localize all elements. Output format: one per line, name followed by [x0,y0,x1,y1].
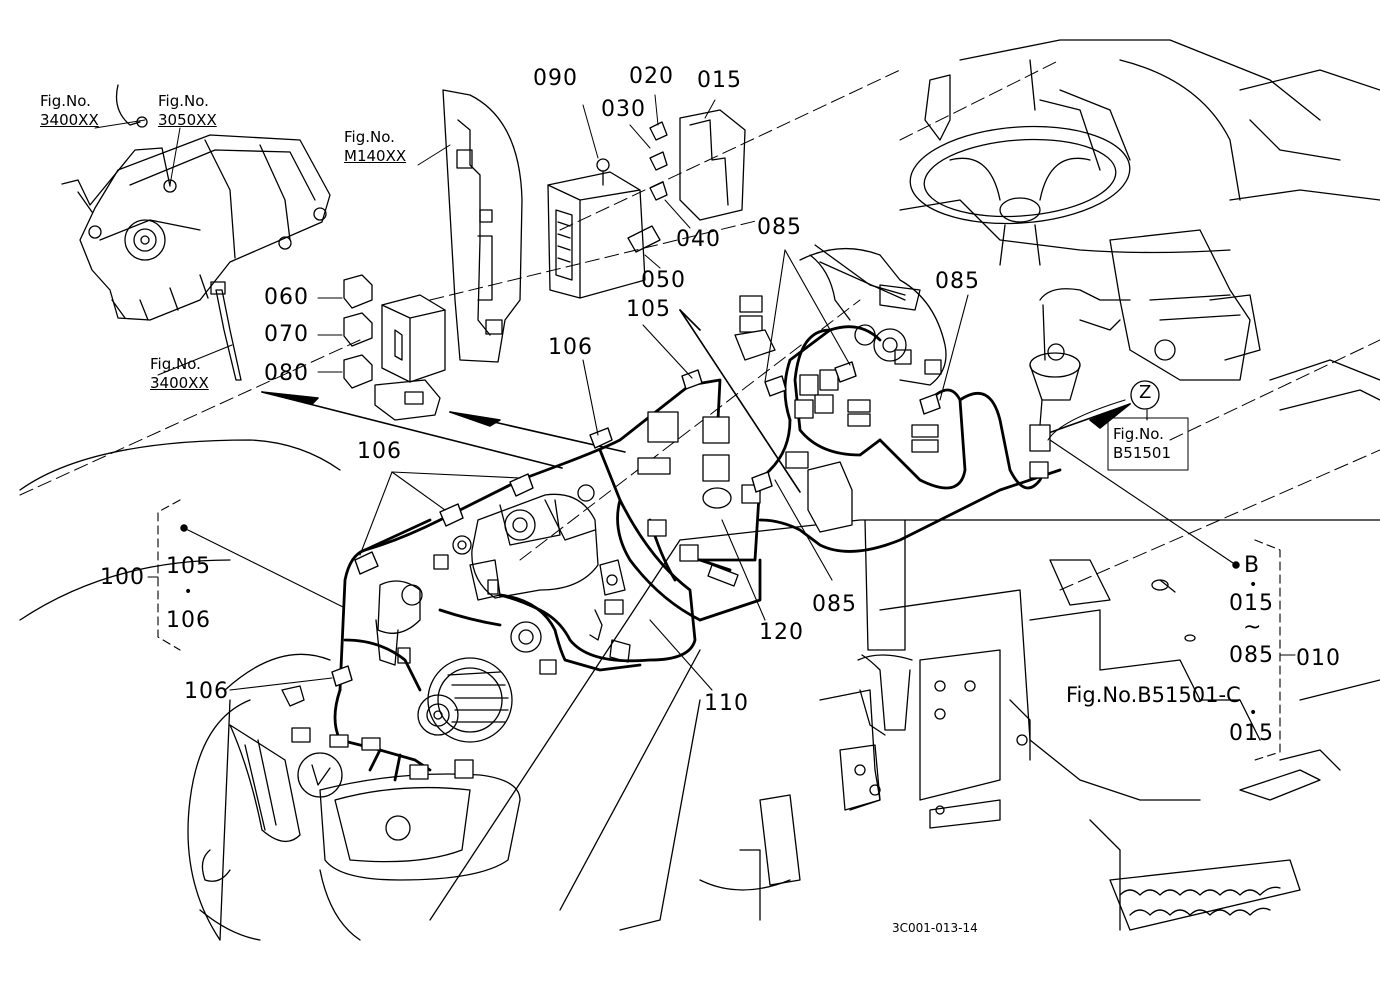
fig-ref-3050-line1: Fig.No. [158,92,209,110]
callout-group-105: 105 [166,554,211,579]
callout-b: B [1244,553,1261,578]
callout-040: 040 [676,227,721,252]
fig-ref-3050-line2: 3050XX [158,111,217,129]
callout-060: 060 [264,285,309,310]
callout-010: 010 [1296,646,1341,671]
callout-080: 080 [264,361,309,386]
callout-070: 070 [264,322,309,347]
assembly-arrows [261,309,1131,493]
dashboard-and-steering [799,39,1380,736]
engine-components [375,493,739,743]
group-brackets [147,249,1296,761]
group-dot-separator: • [184,584,193,600]
range-tilde: ~ [1243,615,1263,640]
b-dot-separator: • [1249,577,1258,593]
fuse-box [547,94,746,299]
bracket-panel [417,89,523,363]
drawing-code: 3C001-013-14 [892,921,978,935]
harness-connectors [281,295,1051,780]
fig-ref-3400-a-line1: Fig.No. [40,92,91,110]
fig-ref-m140-line1: Fig.No. [344,128,395,146]
r2-dot-separator: • [1249,705,1258,721]
callout-105-top: 105 [626,297,671,322]
callout-015: 015 [697,68,742,93]
callout-085-b: 085 [935,269,980,294]
callout-100: 100 [100,565,145,590]
callout-085-a: 085 [757,215,802,240]
fig-ref-b51501-line1: Fig.No. [1113,425,1164,443]
callout-085-r: 085 [1229,643,1274,668]
callout-030: 030 [601,97,646,122]
engine-head-inset [61,84,331,381]
fig-ref-3400-b-line1: Fig.No. [150,355,201,373]
fig-ref-3400-a: Fig.No. 3400XX [40,92,99,130]
fig-ref-3400-b: Fig.No. 3400XX [150,355,209,393]
view-z-label: Z [1139,382,1152,403]
fig-ref-b51501-c: Fig.No.B51501-C [1066,683,1241,707]
callout-085-c: 085 [812,592,857,617]
relays-group [317,274,446,421]
callout-106-mid: 106 [357,439,402,464]
hood-outline [19,439,1380,941]
lower-chassis [699,559,1380,931]
chassis-dashed [19,59,1380,591]
callout-015-r2: 015 [1229,721,1274,746]
fig-ref-3050: Fig.No. 3050XX [158,92,217,130]
view-z-circle [1130,380,1160,410]
callout-110: 110 [704,691,749,716]
callout-020: 020 [629,64,674,89]
callout-106-low: 106 [184,679,229,704]
fig-ref-3400-b-line2: 3400XX [150,374,209,392]
fig-ref-m140: Fig.No. M140XX [344,128,406,166]
callout-090: 090 [533,66,578,91]
callout-group-106: 106 [166,608,211,633]
fig-ref-b51501-line2: B51501 [1113,444,1172,462]
callout-120: 120 [759,620,804,645]
callout-106-top: 106 [548,335,593,360]
callout-015-r1: 015 [1229,591,1274,616]
harness-clamps [331,361,941,687]
fig-ref-b51501: Fig.No. B51501 [1113,425,1171,463]
fig-ref-3400-a-line2: 3400XX [40,111,99,129]
fig-ref-m140-line2: M140XX [344,147,407,165]
fig-b51501-box [1107,417,1189,471]
callout-050: 050 [641,268,686,293]
